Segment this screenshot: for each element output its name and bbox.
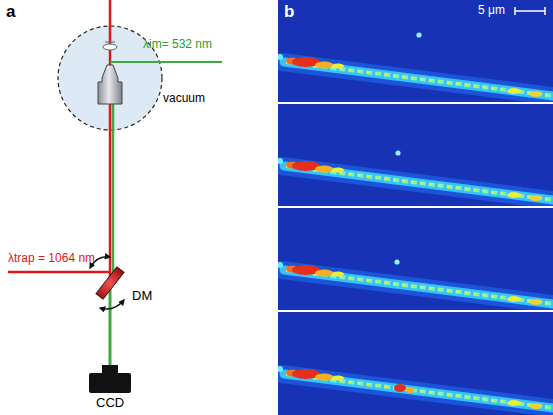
camera-frame: [277, 312, 553, 415]
trap-beam: [8, 271, 110, 274]
panel-letter: b: [284, 2, 294, 22]
dichroic-mirror: [96, 267, 124, 299]
lens-symbol: [105, 42, 115, 43]
camera-frame: [277, 0, 553, 102]
camera-frame: [277, 104, 553, 206]
figure-part: [278, 32, 553, 97]
objective-symbol: [98, 65, 122, 104]
figure-part: [278, 158, 553, 201]
panel-letter: a: [6, 2, 15, 22]
figure-part: [278, 259, 553, 305]
figure-part: [394, 259, 399, 264]
lens-symbol: [103, 44, 117, 50]
figure-part: [406, 387, 414, 393]
figure-part: [278, 208, 553, 310]
part-label: DM: [132, 289, 152, 304]
figure-part: [394, 384, 406, 392]
scale-label: 5 μm: [478, 4, 505, 18]
wavelength-label: λtrap = 1064 nm: [8, 252, 95, 266]
imaging-beam: [112, 100, 115, 283]
imaging-beam: [109, 283, 112, 366]
part-label: CCD: [96, 396, 124, 411]
region-label: vacuum: [163, 92, 205, 106]
wavelength-label: λim= 532 nm: [143, 38, 212, 52]
figure-part: [395, 150, 400, 155]
figure-part: [416, 32, 421, 37]
figure-part: [278, 54, 553, 97]
rotation-arrow: [100, 300, 124, 309]
figure-part: [278, 262, 553, 305]
figure-part: [278, 150, 553, 201]
scale-bar: [544, 7, 546, 15]
figure-part: [278, 366, 553, 409]
figure-part: [278, 366, 553, 409]
scale-bar: [515, 10, 545, 12]
figure-part: [278, 0, 553, 102]
scale-bar: [514, 7, 516, 15]
imaging-beam: [110, 61, 222, 63]
figure-part: [278, 104, 553, 206]
figure-part: [96, 267, 124, 299]
camera-symbol: [102, 365, 118, 373]
camera-frame: [277, 208, 553, 310]
figure-part: [278, 312, 553, 415]
camera-symbol: [89, 373, 131, 393]
